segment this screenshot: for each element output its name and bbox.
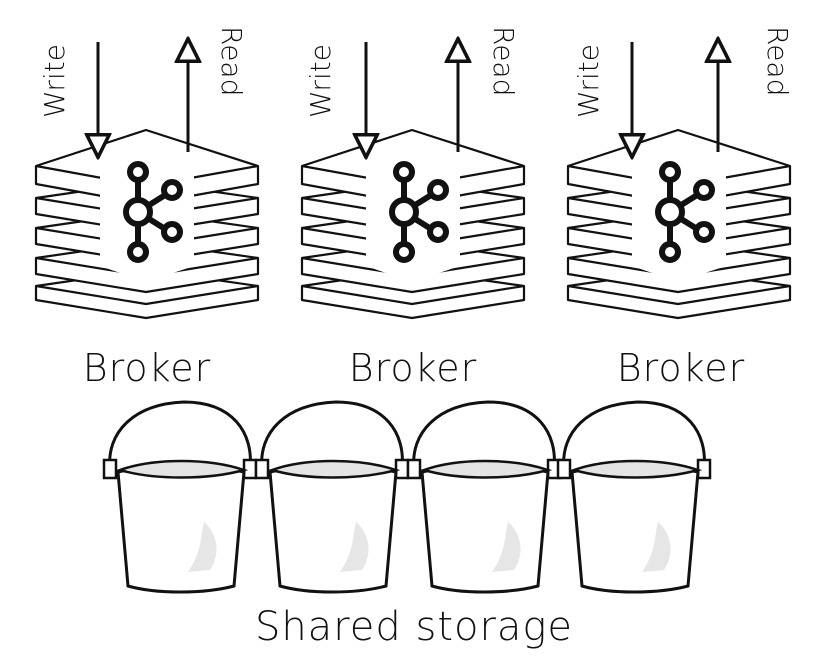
read-label-3: Read: [761, 26, 794, 97]
kafka-logo-icon: [123, 161, 183, 263]
kafka-logo-icon: [389, 161, 449, 263]
shared-storage-label: Shared storage: [254, 604, 574, 650]
kafka-logo-icon: [655, 161, 715, 263]
write-label-2: Write: [304, 44, 337, 118]
bucket-icon: [254, 400, 410, 594]
bucket-icon: [556, 400, 712, 594]
read-label-1: Read: [215, 26, 248, 97]
bucket-icon: [102, 400, 258, 594]
broker-3: [566, 42, 792, 320]
broker-1: [34, 42, 260, 320]
broker-label-3: Broker: [616, 346, 746, 390]
broker-label-2: Broker: [348, 346, 478, 390]
broker-2: [300, 42, 526, 320]
write-label-3: Write: [572, 44, 605, 118]
bucket-icon: [406, 400, 562, 594]
read-label-2: Read: [487, 26, 520, 97]
write-label-1: Write: [38, 44, 71, 118]
broker-stack: [34, 128, 260, 320]
broker-label-1: Broker: [82, 346, 212, 390]
